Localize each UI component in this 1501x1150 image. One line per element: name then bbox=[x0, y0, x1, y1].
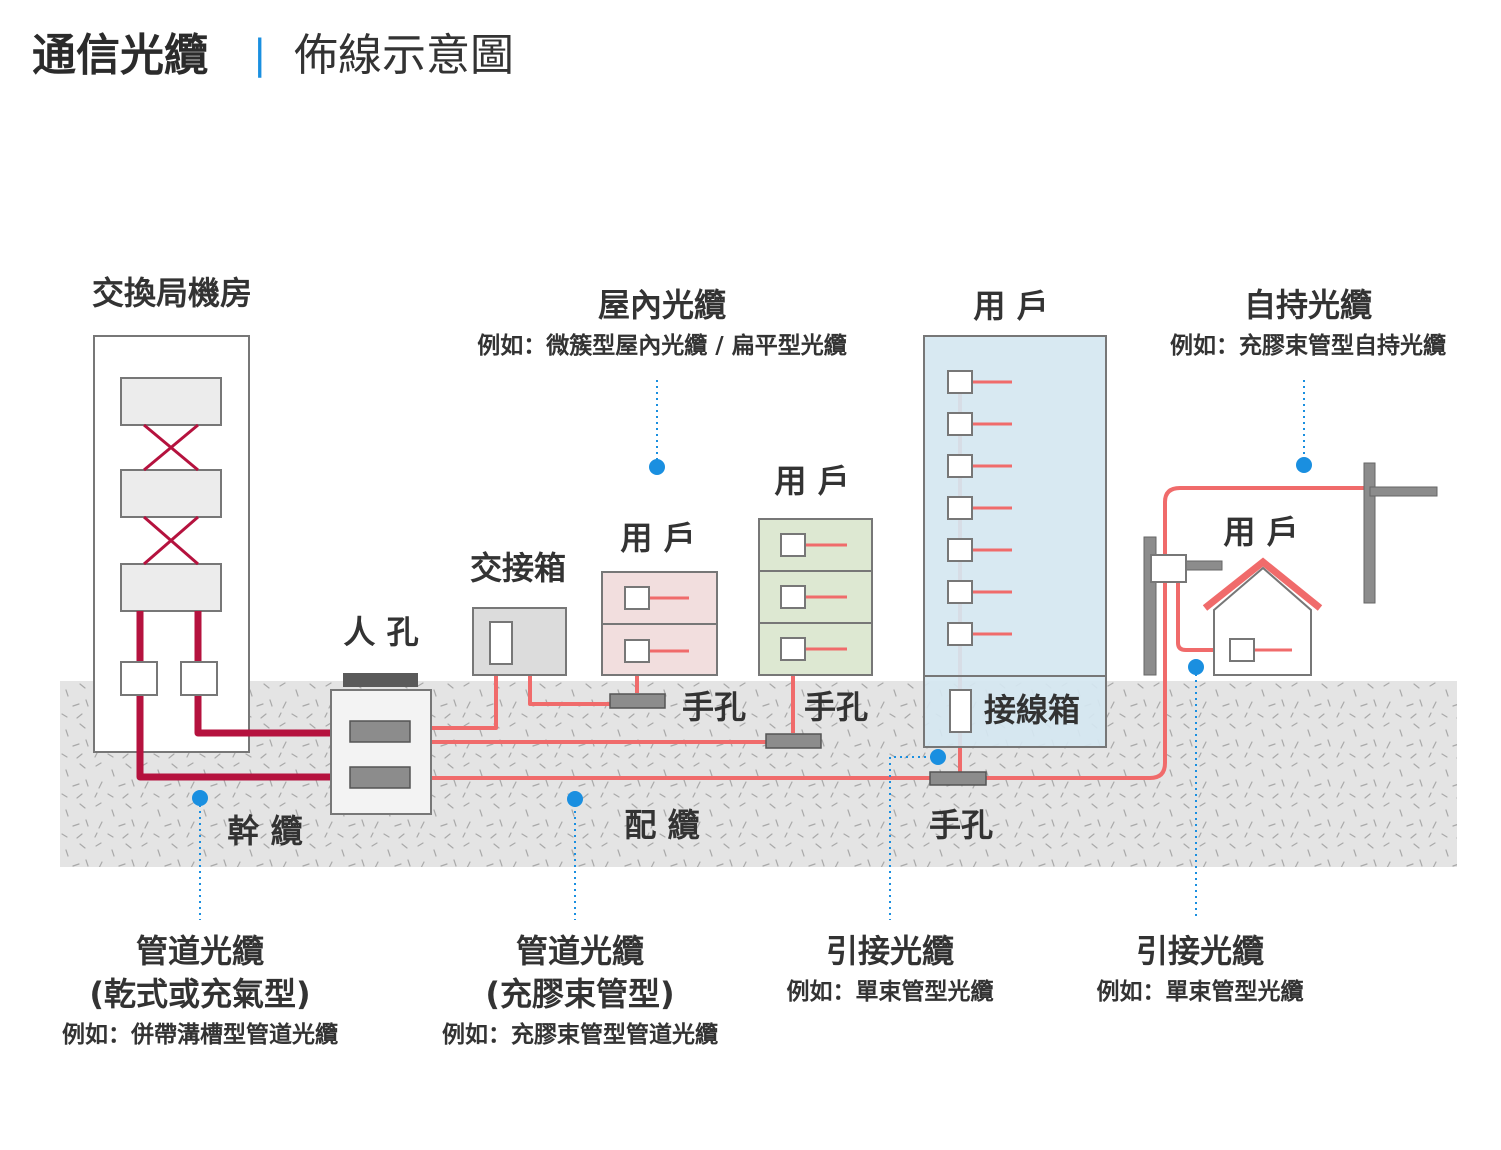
label-handhole-3: 手孔 bbox=[929, 806, 993, 844]
callout-dot-drop-1 bbox=[930, 749, 946, 765]
callout-duct-gel-title: 管道光纜 bbox=[516, 932, 644, 970]
callout-dot-self-support bbox=[1296, 457, 1312, 473]
dist-line-manhole-to-crossbox bbox=[412, 660, 498, 730]
label-distribution-cable: 配 纜 bbox=[624, 806, 699, 844]
user-building-pink bbox=[601, 571, 718, 676]
manhole bbox=[330, 673, 432, 815]
page-title: 通信光纜 | 佈線示意圖 bbox=[32, 30, 514, 81]
handhole-1 bbox=[609, 693, 666, 709]
callout-indoor-example: 例如：微簇型屋內光纜 / 扁平型光纜 bbox=[477, 332, 846, 359]
label-user-2: 用 戶 bbox=[774, 462, 849, 500]
dist-line-house-drop bbox=[1176, 575, 1240, 652]
title-main: 通信光纜 bbox=[32, 30, 208, 81]
callout-drop-1-title: 引接光纜 bbox=[826, 932, 954, 970]
label-cross-box: 交接箱 bbox=[470, 549, 566, 587]
callout-drop-2-title: 引接光纜 bbox=[1136, 932, 1264, 970]
callout-self-support-example: 例如：充膠束管型自持光纜 bbox=[1170, 332, 1446, 359]
label-manhole: 人 孔 bbox=[343, 613, 418, 651]
callout-drop-1-example: 例如：單束管型光纜 bbox=[787, 978, 994, 1005]
callout-dot-duct-dry bbox=[192, 790, 208, 806]
title-sub: 佈線示意圖 bbox=[294, 30, 514, 81]
callout-dot-indoor bbox=[649, 459, 665, 475]
label-user-3: 用 戶 bbox=[973, 287, 1048, 325]
handhole-3 bbox=[929, 771, 987, 786]
callout-leaders bbox=[199, 380, 1305, 920]
label-exchange-room: 交換局機房 bbox=[92, 274, 252, 312]
title-separator: | bbox=[253, 32, 266, 78]
label-handhole-1: 手孔 bbox=[682, 688, 746, 726]
dist-line-main bbox=[412, 486, 1365, 780]
callout-duct-dry-title: 管道光纜 bbox=[136, 932, 264, 970]
trunk-line-inner bbox=[194, 611, 350, 737]
cross-connect-box bbox=[472, 607, 567, 676]
junction-box-device bbox=[949, 689, 972, 733]
callout-duct-gel-subtitle: (充膠束管型) bbox=[485, 975, 674, 1013]
label-handhole-2: 手孔 bbox=[804, 688, 868, 726]
exchange-port-2 bbox=[180, 661, 218, 696]
label-trunk-cable: 幹 纜 bbox=[227, 812, 302, 850]
label-junction-box: 接線箱 bbox=[984, 691, 1080, 729]
user-building-tall bbox=[923, 335, 1107, 748]
callout-duct-dry-subtitle: (乾式或充氣型) bbox=[89, 975, 310, 1013]
house bbox=[1202, 557, 1323, 676]
label-user-4: 用 戶 bbox=[1223, 513, 1298, 551]
callout-drop-2-example: 例如：單束管型光纜 bbox=[1097, 978, 1304, 1005]
callout-duct-dry-example: 例如：併帶溝槽型管道光纜 bbox=[62, 1021, 338, 1048]
callout-dot-drop-2 bbox=[1188, 659, 1204, 675]
callout-indoor-title: 屋內光纜 bbox=[598, 286, 726, 324]
callout-duct-gel-example: 例如：充膠束管型管道光纜 bbox=[442, 1021, 718, 1048]
exchange-port-1 bbox=[120, 661, 158, 696]
callout-dot-duct-gel bbox=[567, 791, 583, 807]
utility-pole-right bbox=[1363, 462, 1438, 604]
user-building-green bbox=[758, 518, 873, 676]
utility-pole-left bbox=[1143, 536, 1223, 676]
callout-self-support-title: 自持光纜 bbox=[1244, 286, 1372, 324]
exchange-building bbox=[93, 335, 250, 753]
handhole-2 bbox=[765, 733, 822, 749]
label-user-1: 用 戶 bbox=[620, 519, 695, 557]
